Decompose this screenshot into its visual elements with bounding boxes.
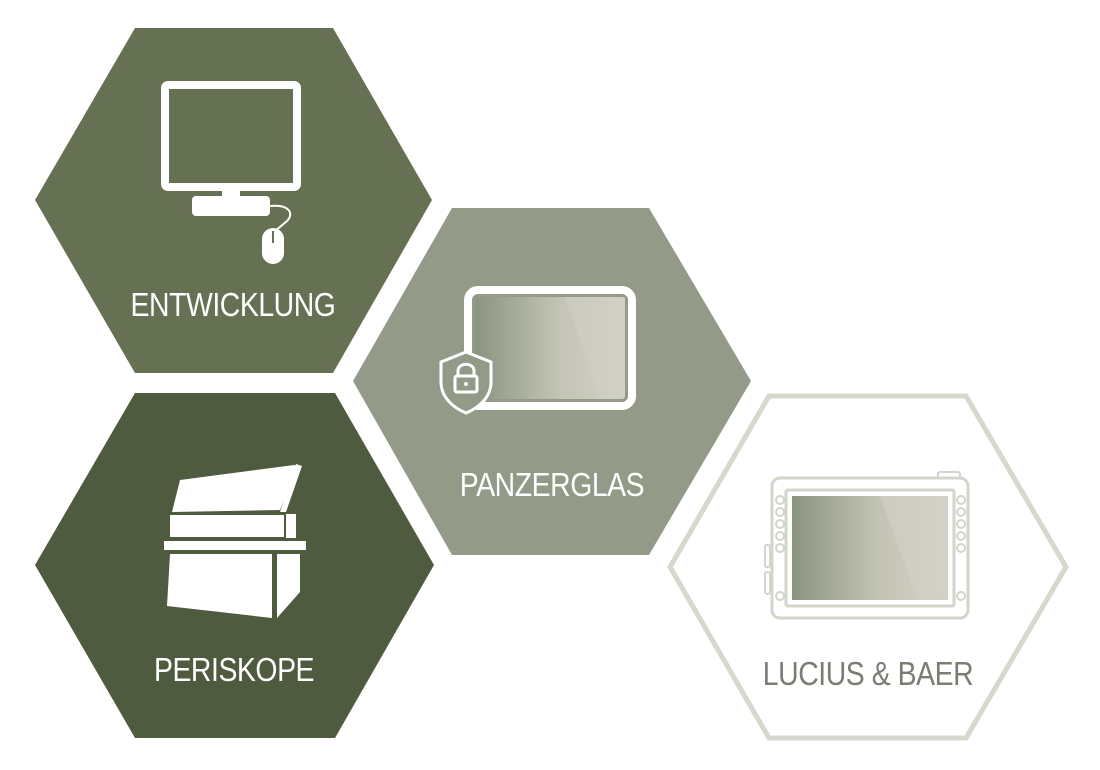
periscope-icon bbox=[164, 464, 306, 618]
tile-entwicklung[interactable]: ENTWICKLUNG bbox=[35, 28, 432, 373]
tile-lucius-baer[interactable]: LUCIUS & BAER bbox=[667, 393, 1069, 741]
tile-label-lucius-baer: LUCIUS & BAER bbox=[763, 655, 973, 693]
tile-label-entwicklung: ENTWICKLUNG bbox=[131, 286, 336, 324]
tile-label-panzerglas: PANZERGLAS bbox=[460, 466, 644, 504]
rugged-tablet-icon bbox=[764, 471, 970, 620]
tile-periskope[interactable]: PERISKOPE bbox=[35, 393, 434, 738]
computer-monitor-icon bbox=[161, 81, 301, 264]
tile-panzerglas[interactable]: PANZERGLAS bbox=[353, 208, 751, 555]
tile-label-periskope: PERISKOPE bbox=[154, 651, 314, 689]
armored-glass-tablet-icon bbox=[439, 286, 636, 415]
